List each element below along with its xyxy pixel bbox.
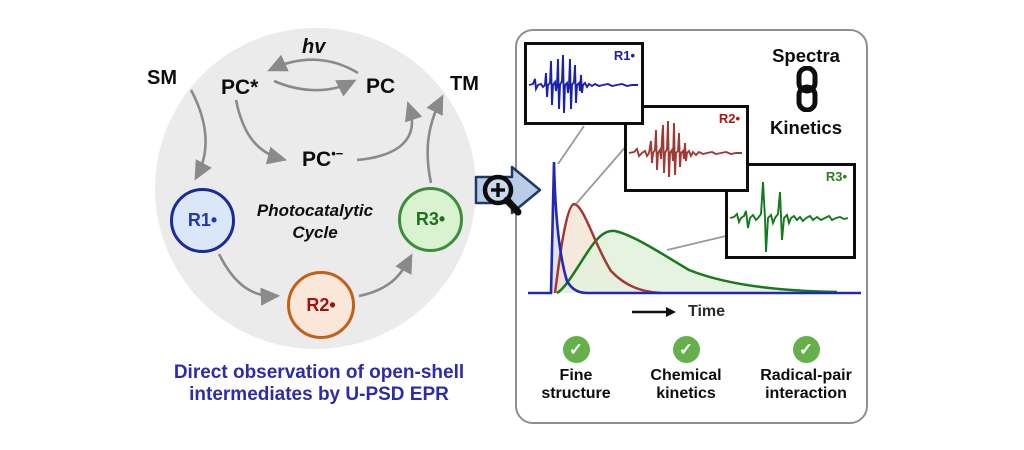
kinetics-heading: Kinetics xyxy=(770,117,842,138)
hv-label: hv xyxy=(302,36,326,58)
magnify-arrow xyxy=(474,165,542,216)
check-icon: ✓ xyxy=(672,336,700,363)
cycle-title-line1: Photocatalytic xyxy=(256,201,374,220)
epr-spectrum-r1 xyxy=(528,54,638,114)
feature-chemical-kinetics: ✓ Chemical kinetics xyxy=(621,336,751,403)
epr-spectrum-r3 xyxy=(729,181,849,253)
pc-label: PC xyxy=(366,75,396,98)
kinetics-curve-r2 xyxy=(553,202,662,295)
radical-r1-circle: R1• xyxy=(170,188,235,253)
chain-link-icon xyxy=(796,66,818,112)
radical-r3-circle: R3• xyxy=(398,187,463,252)
spectrum-label-r3: R3• xyxy=(825,169,847,184)
radical-r2-circle: R2• xyxy=(287,271,355,339)
spectrum-box-r2: R2• xyxy=(624,105,749,192)
cycle-title: Photocatalytic Cycle xyxy=(230,200,400,244)
kinetics-curve-r1 xyxy=(528,161,861,295)
feature-label-line2: kinetics xyxy=(656,384,716,402)
check-icon: ✓ xyxy=(562,336,590,363)
feature-fine-structure: ✓ Fine structure xyxy=(511,336,641,403)
time-label: Time xyxy=(688,303,726,320)
pc-star-label: PC* xyxy=(221,76,259,99)
caption: Direct observation of open-shell interme… xyxy=(118,362,520,406)
spectrum-label-r2: R2• xyxy=(718,111,740,126)
arrow-pcradical-to-pc xyxy=(356,101,423,162)
tm-label: TM xyxy=(450,73,479,95)
feature-label-line1: Fine xyxy=(559,367,593,384)
radical-r2-label: R2• xyxy=(306,294,336,315)
spectrum-label-r1: R1• xyxy=(613,48,635,63)
pc-radical-label: PC•− xyxy=(302,146,343,172)
feature-label-line2: interaction xyxy=(765,384,847,402)
radical-r3-label: R3• xyxy=(415,209,446,229)
caption-line2: intermediates by U-PSD EPR xyxy=(189,384,449,406)
kinetics-plot xyxy=(528,161,861,295)
feature-label-line1: Chemical xyxy=(650,367,722,384)
pc-radical-superscript: •− xyxy=(331,146,344,161)
spectra-heading: Spectra xyxy=(772,45,840,66)
cycle-title-line2: Cycle xyxy=(292,223,338,243)
feature-radical-pair: ✓ Radical-pair interaction xyxy=(741,336,871,403)
cycle-arrows xyxy=(189,54,444,306)
check-icon: ✓ xyxy=(792,336,820,363)
time-arrow-icon xyxy=(632,307,676,317)
arrow-r3-to-tm xyxy=(426,94,444,184)
feature-label-line2: structure xyxy=(541,384,611,402)
time-axis-label-row: Time xyxy=(630,303,725,321)
spectrum-box-r1: R1• xyxy=(524,42,644,125)
epr-spectrum-r2 xyxy=(628,120,742,178)
arrow-sm-to-r1 xyxy=(189,89,212,181)
arrow-pcstar-to-pcradical xyxy=(234,99,288,165)
feature-label-line1: Radical-pair xyxy=(760,367,852,384)
kinetics-curve-r3 xyxy=(556,229,838,295)
radical-r1-label: R1• xyxy=(187,210,218,230)
sm-label: SM xyxy=(147,67,177,89)
arrow-r2-to-r3 xyxy=(358,253,413,298)
arrow-pcstar-to-pc xyxy=(273,79,357,97)
magnifier-icon xyxy=(482,174,522,216)
pc-radical-base: PC xyxy=(302,148,332,171)
caption-line1: Direct observation of open-shell xyxy=(173,362,465,383)
arrow-pc-to-pcstar xyxy=(267,54,359,75)
arrow-r1-to-r2 xyxy=(217,253,281,306)
